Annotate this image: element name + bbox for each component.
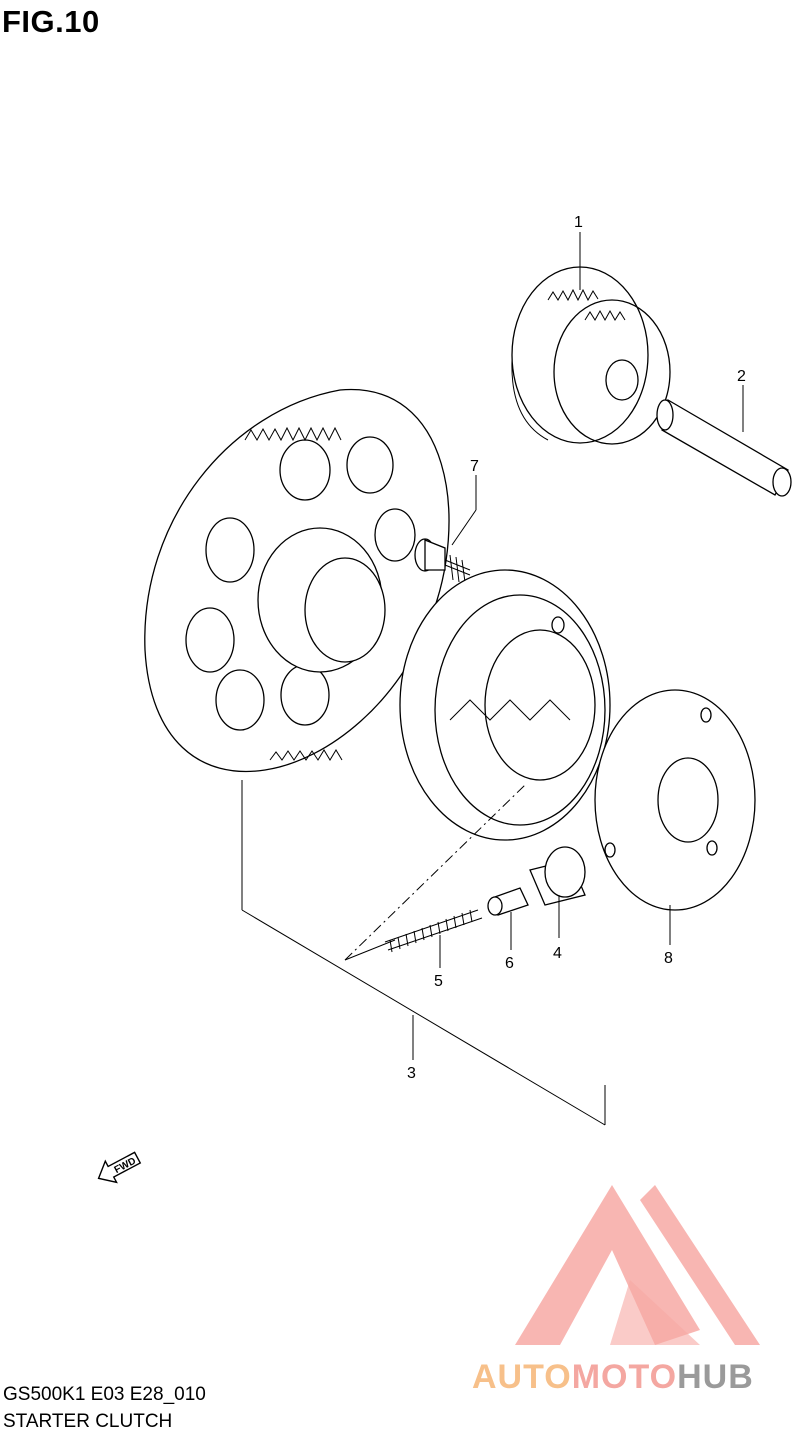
watermark-text: AUTOMOTOHUB xyxy=(472,1358,754,1397)
callout-8: 8 xyxy=(664,950,673,967)
part-8-washer xyxy=(594,689,756,911)
part-4-roller xyxy=(529,846,586,906)
callout-5: 5 xyxy=(434,973,443,990)
leader-lines xyxy=(241,232,744,1126)
part-5-spring xyxy=(384,909,483,953)
callout-numbers: 1 2 3 4 5 6 7 8 xyxy=(407,214,746,1082)
callout-7: 7 xyxy=(470,458,479,475)
fwd-badge-text: FWD xyxy=(113,1156,138,1176)
watermark-part-moto: MOTO xyxy=(571,1358,678,1396)
diagram-name: STARTER CLUTCH xyxy=(3,1411,173,1432)
callout-2: 2 xyxy=(737,368,746,385)
part-6-pin xyxy=(487,887,529,916)
part-7-bolt xyxy=(414,538,471,583)
watermark-part-hub: HUB xyxy=(677,1358,754,1396)
part-1-gear xyxy=(511,266,671,445)
fwd-arrow-icon: FWD xyxy=(97,1151,142,1184)
figure-title: FIG.10 xyxy=(2,4,100,39)
callout-3: 3 xyxy=(407,1065,416,1082)
part-3-large-gear xyxy=(144,388,450,772)
part-3-clutch-housing xyxy=(399,569,611,841)
callout-6: 6 xyxy=(505,955,514,972)
callout-1: 1 xyxy=(574,214,583,231)
part-2-shaft xyxy=(656,398,792,497)
watermark-part-auto: AUTO xyxy=(472,1358,572,1396)
callout-4: 4 xyxy=(553,945,562,962)
watermark-logo xyxy=(515,1185,760,1345)
diagram-code: GS500K1 E03 E28_010 xyxy=(3,1384,206,1405)
